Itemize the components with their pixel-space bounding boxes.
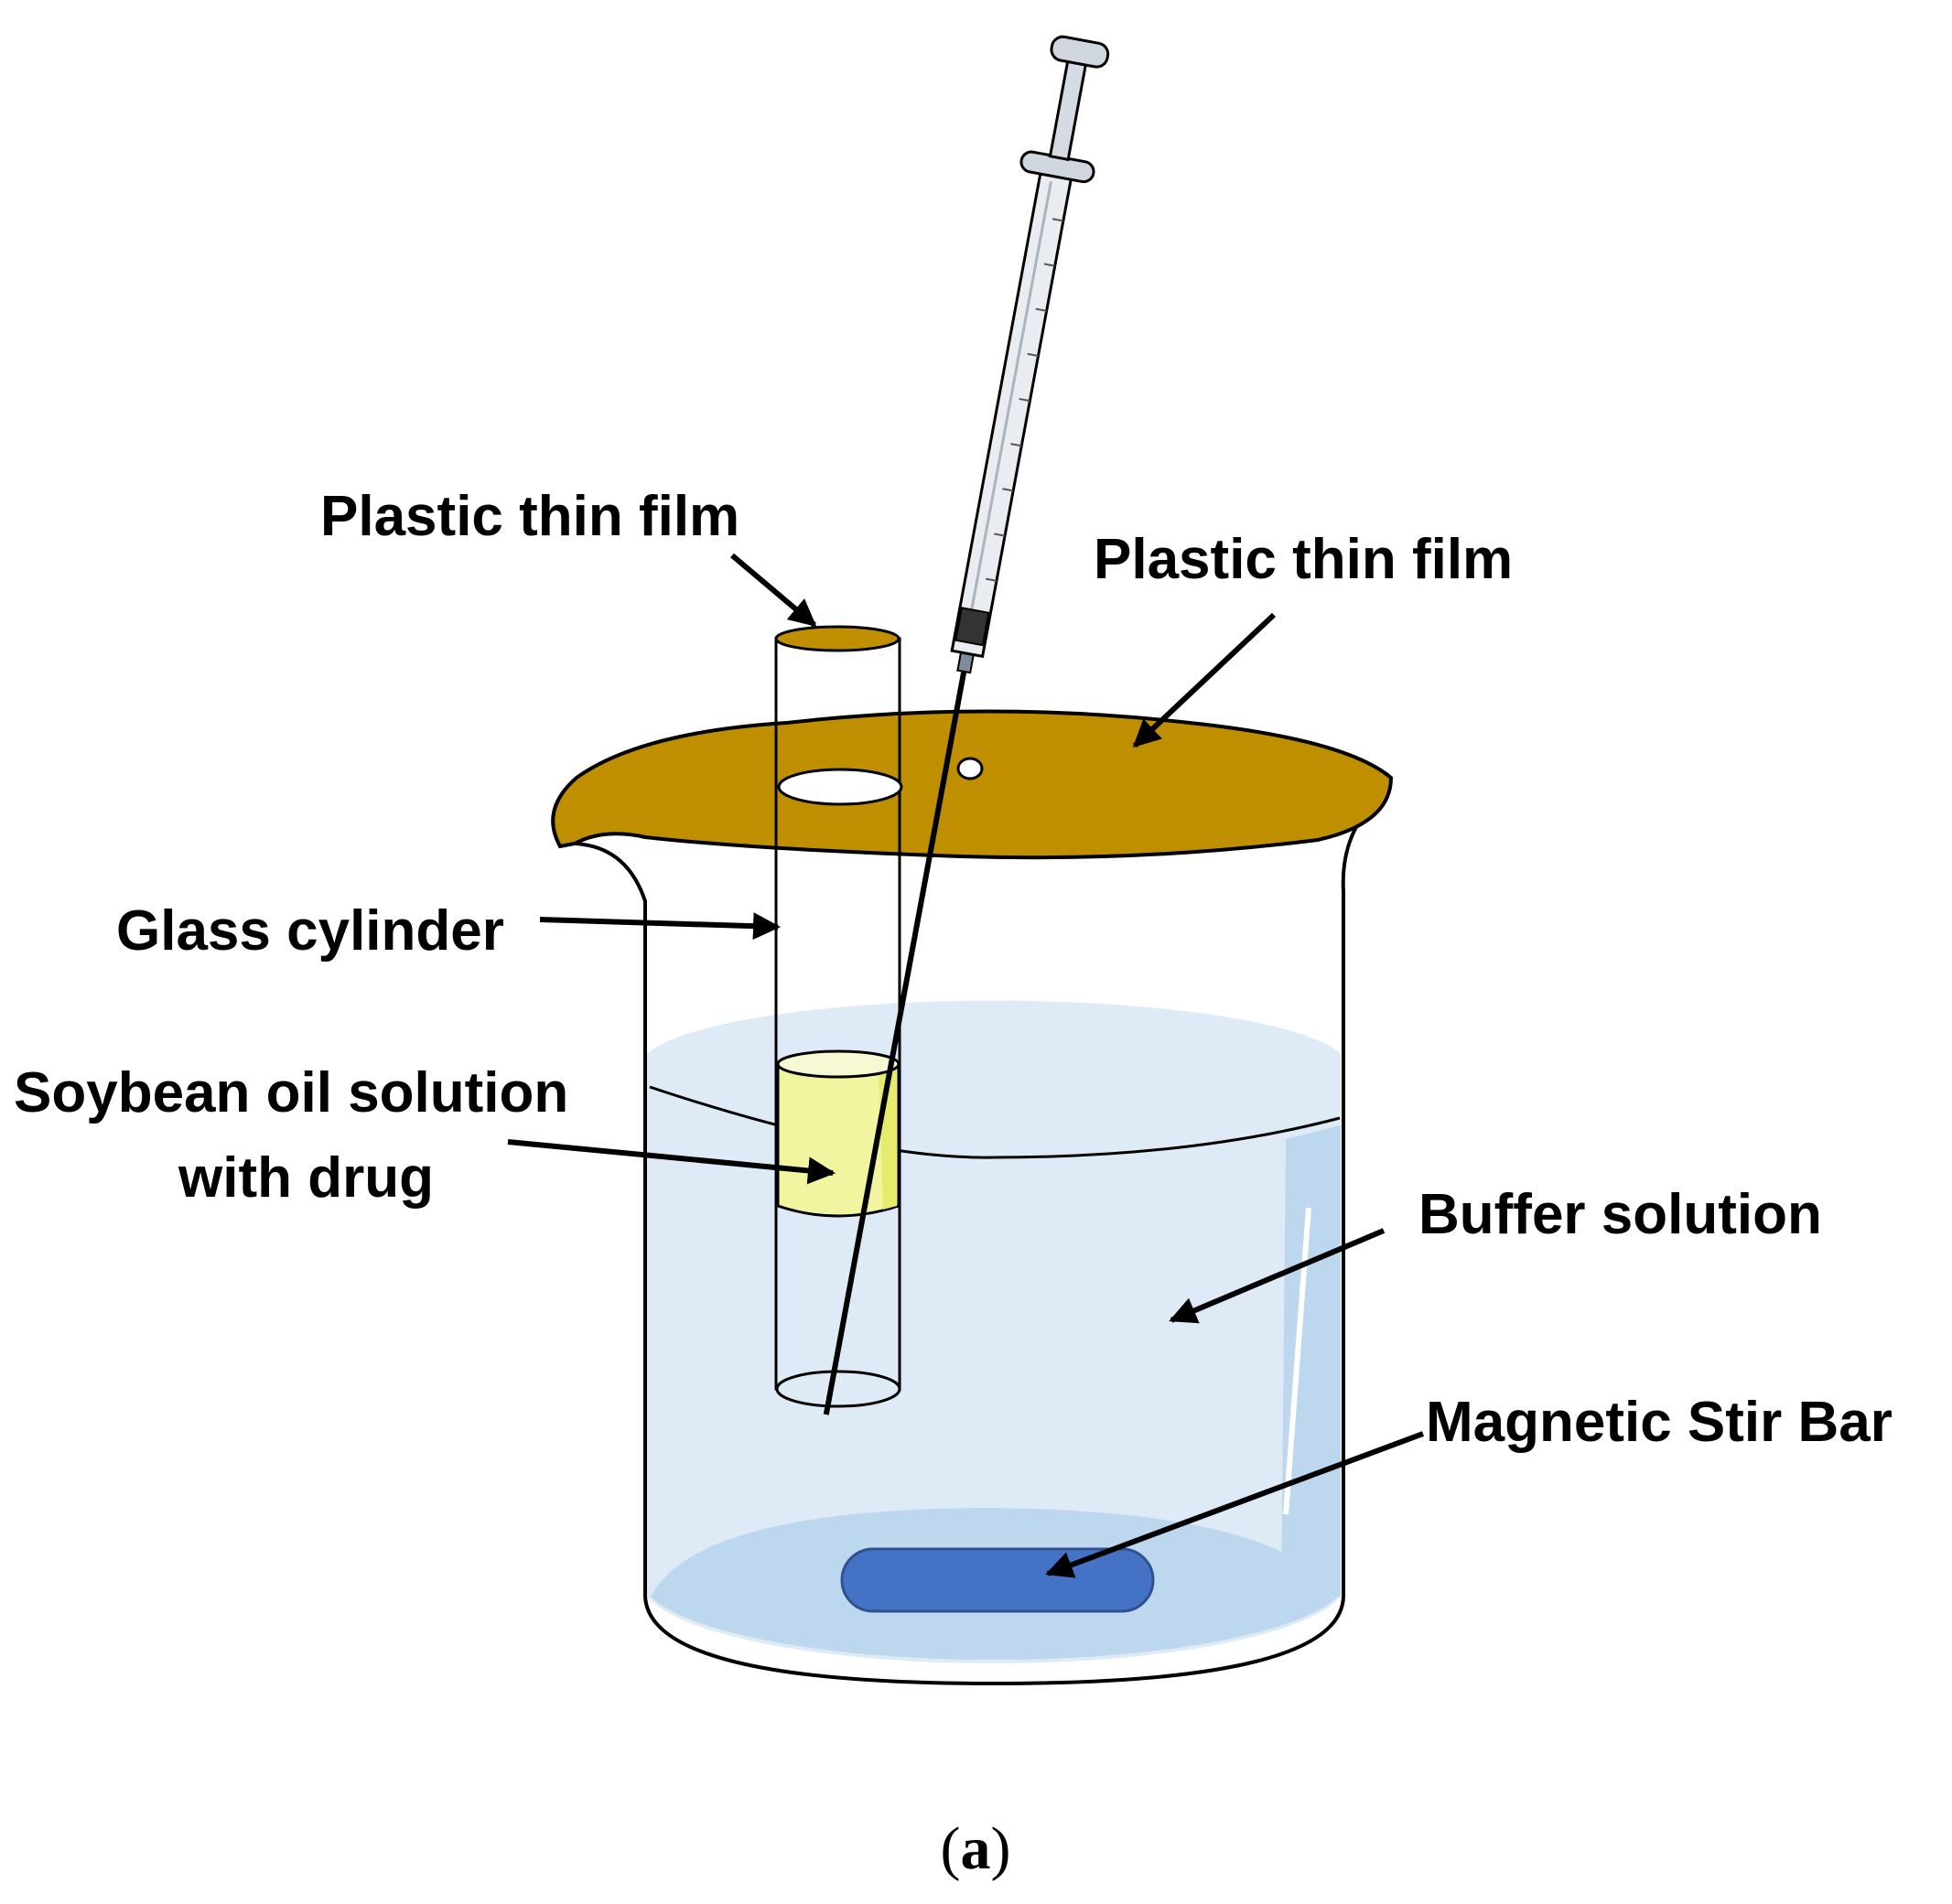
film-hole xyxy=(956,757,984,780)
label-film-tube: Plastic thin film xyxy=(320,485,739,548)
label-film-beaker: Plastic thin film xyxy=(1094,528,1513,591)
syringe-needle xyxy=(823,667,967,1415)
beaker-wall-left xyxy=(574,842,647,1597)
solution-surface xyxy=(648,1013,1340,1156)
arrow-soybean xyxy=(507,1139,836,1185)
arrow-film-tube xyxy=(730,553,817,628)
caption-close: ) xyxy=(991,1815,1011,1882)
buffer-shading xyxy=(1281,1125,1341,1597)
syringe-plunger-rod xyxy=(1048,57,1088,162)
arrow-glass-cylinder xyxy=(539,912,781,941)
syringe-thumb-rest xyxy=(1050,35,1110,69)
caption-letter: a xyxy=(961,1815,991,1882)
beaker-film xyxy=(551,709,1394,860)
cylinder-film xyxy=(774,625,901,652)
caption-open: ( xyxy=(941,1815,961,1882)
cylinder-film-opening xyxy=(777,768,903,806)
syringe-plunger-tip xyxy=(954,607,990,647)
arrow-buffer xyxy=(1169,1228,1386,1324)
syringe xyxy=(823,35,1110,1415)
label-glass-cylinder: Glass cylinder xyxy=(116,899,504,963)
arrow-stir-bar xyxy=(1045,1431,1425,1578)
syringe-barrel xyxy=(950,168,1073,659)
cylinder-bottom xyxy=(775,1370,901,1408)
oil-surface xyxy=(776,1049,901,1079)
figure-caption: (a) xyxy=(941,1815,1011,1882)
arrow-film-beaker xyxy=(1132,612,1277,748)
beaker-highlight xyxy=(1283,1207,1311,1515)
beaker-wall-right xyxy=(1341,808,1370,1597)
label-soybean-line1: Soybean oil solution xyxy=(14,1061,568,1124)
magnetic-stir-bar xyxy=(840,1547,1155,1613)
beaker-base xyxy=(643,1596,1345,1686)
label-soybean-line2: with drug xyxy=(178,1146,434,1210)
label-stir-bar: Magnetic Stir Bar xyxy=(1426,1391,1893,1454)
label-buffer: Buffer solution xyxy=(1418,1183,1822,1246)
